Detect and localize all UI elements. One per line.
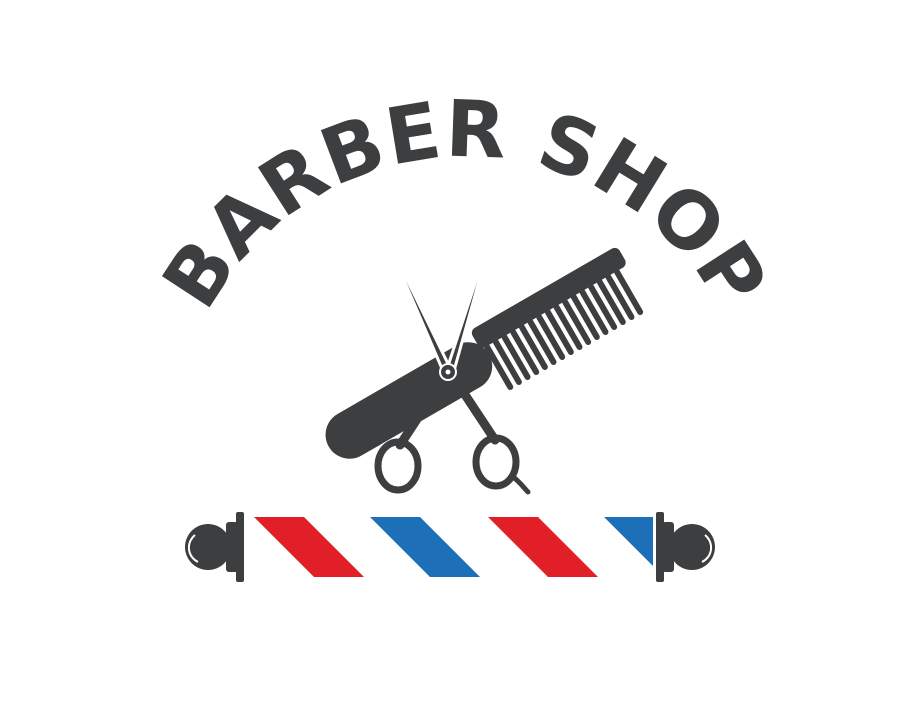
barber-pole-stripes: [246, 517, 653, 577]
barber-pole-icon: [185, 512, 715, 582]
logo-title: BARBER SHOP: [146, 85, 784, 324]
barber-pole-right-cap: [656, 512, 715, 582]
scissors-icon: [374, 218, 531, 495]
logo-title-path: BARBER SHOP: [146, 85, 783, 324]
barber-pole-left-cap: [185, 512, 244, 582]
